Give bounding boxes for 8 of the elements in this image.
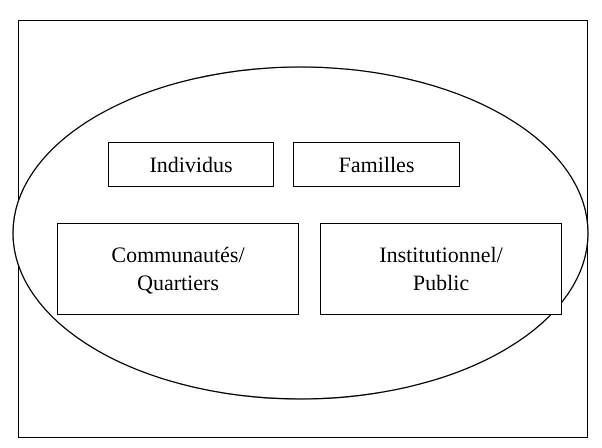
box-text: Familles [338, 150, 414, 178]
box-text: Individus [149, 150, 233, 178]
label-box [320, 223, 562, 315]
label-box [293, 142, 460, 187]
label-box [108, 142, 274, 187]
box-text: Institutionnel/ Public [378, 241, 504, 297]
box-text: Communautés/ Quartiers [110, 241, 246, 297]
label-box [57, 223, 299, 315]
